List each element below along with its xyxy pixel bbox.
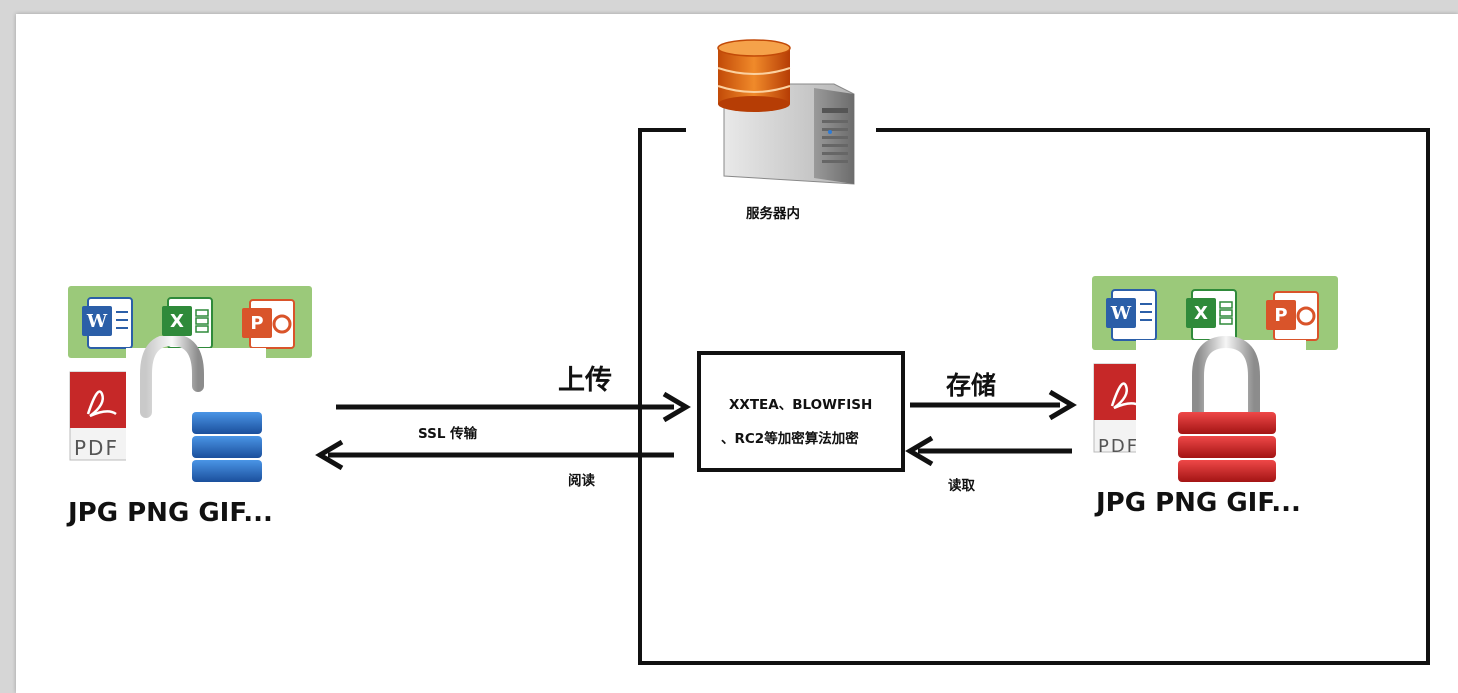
fetch-arrow bbox=[905, 435, 1072, 467]
pdf-icon bbox=[69, 371, 133, 461]
left-file-caption: JPG PNG GIF... bbox=[68, 498, 273, 528]
left-file-group: W X P PDF bbox=[68, 286, 318, 484]
upload-label: 上传 bbox=[558, 365, 612, 396]
read-arrow bbox=[315, 439, 674, 471]
word-icon: W bbox=[82, 297, 133, 349]
svg-text:P: P bbox=[1274, 305, 1287, 326]
svg-text:W: W bbox=[86, 311, 108, 332]
store-label: 存储 bbox=[946, 371, 997, 400]
word-icon: W bbox=[1106, 289, 1157, 341]
right-pdf-label: PDF bbox=[1098, 436, 1140, 457]
svg-text:W: W bbox=[1110, 303, 1132, 324]
right-file-caption: JPG PNG GIF... bbox=[1096, 488, 1301, 518]
unlocked-padlock-icon bbox=[140, 336, 262, 482]
powerpoint-icon: P bbox=[242, 299, 295, 349]
locked-padlock-icon bbox=[1178, 336, 1276, 482]
fetch-label: 读取 bbox=[948, 478, 975, 494]
algorithm-line-1: XXTEA、BLOWFISH bbox=[729, 397, 873, 413]
left-pdf-label: PDF bbox=[74, 436, 119, 460]
svg-text:X: X bbox=[1194, 303, 1208, 324]
excel-icon: X bbox=[1186, 289, 1237, 341]
database-server-icon bbox=[717, 39, 855, 185]
algorithm-line-2: 、RC2等加密算法加密 bbox=[721, 431, 859, 447]
diagram-canvas: 服务器内 XXTEA、BLOWFISH 、RC2等加密算法加密 上传 SSL 传… bbox=[16, 14, 1458, 693]
encryption-algorithm-box: XXTEA、BLOWFISH 、RC2等加密算法加密 bbox=[697, 351, 905, 472]
powerpoint-icon: P bbox=[1266, 291, 1319, 341]
server-label: 服务器内 bbox=[746, 206, 800, 222]
upload-arrow bbox=[336, 391, 691, 423]
store-arrow bbox=[910, 389, 1077, 421]
ssl-label: SSL 传输 bbox=[418, 426, 478, 442]
flow-arrows bbox=[315, 389, 1077, 471]
server-boundary bbox=[638, 128, 1430, 665]
svg-text:X: X bbox=[170, 311, 184, 332]
right-file-group: W X P PDF bbox=[1092, 276, 1352, 486]
read-label: 阅读 bbox=[568, 473, 595, 489]
svg-text:P: P bbox=[250, 313, 263, 334]
